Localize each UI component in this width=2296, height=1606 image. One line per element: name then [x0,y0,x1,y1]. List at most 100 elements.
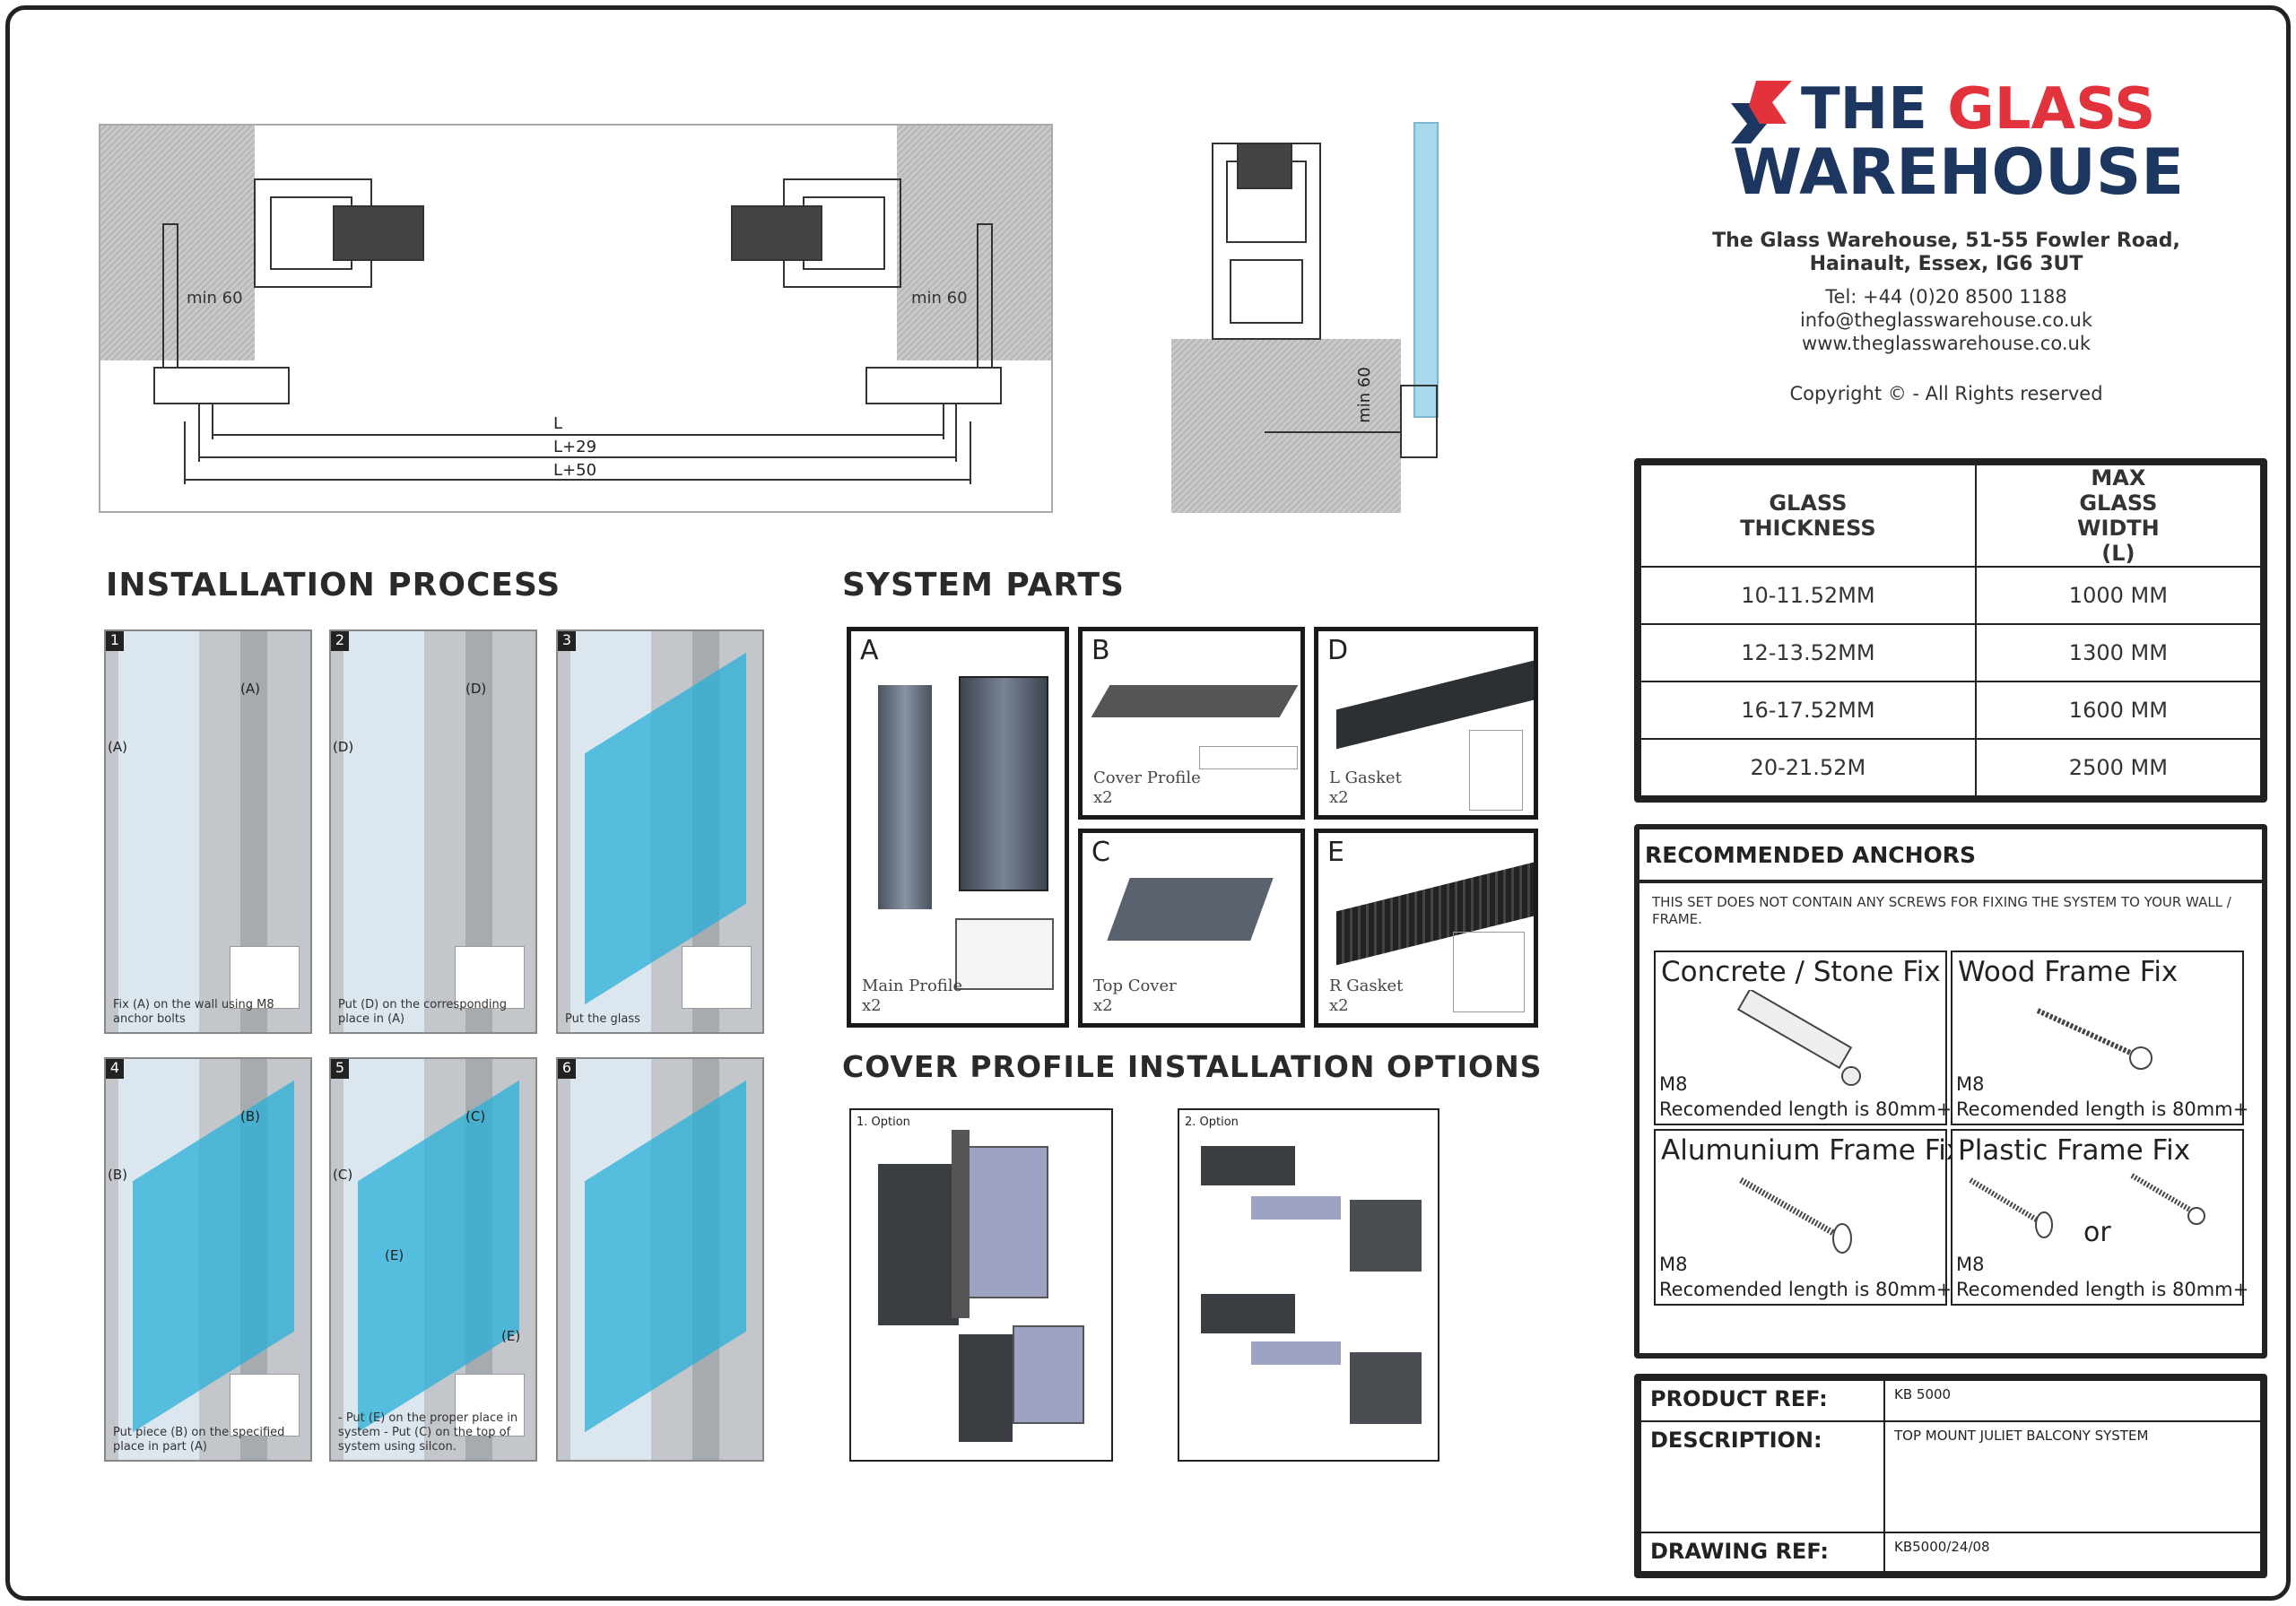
post-image [1350,1352,1422,1424]
step-number: 4 [106,1059,124,1079]
profile-top-image [1201,1146,1295,1185]
step-number: 3 [558,631,576,651]
recommended-anchors: RECOMMENDED ANCHORS THIS SET DOES NOT CO… [1634,824,2267,1359]
logo-the: THE [1801,76,1927,143]
part-label: (C) [333,1167,353,1183]
part-letter: E [1327,837,1344,868]
header-width: MAX GLASS WIDTH (L) [1974,464,2263,568]
anchor-aluminium: Alumunium Frame Fix M8 Recomended length… [1654,1129,1962,1306]
cover-option-1: 1. Option [849,1108,1113,1462]
contact-block: The Glass Warehouse, 51-55 Fowler Road, … [1668,230,2224,405]
product-reference-table: PRODUCT REF:KB 5000 DESCRIPTION:TOP MOUN… [1634,1374,2267,1578]
drawing-ref-value: KB5000/24/08 [1883,1532,2262,1573]
anchor-wood: Wood Frame Fix M8 Recomended length is 8… [1951,951,2248,1125]
min-label-right: min 60 [911,289,968,308]
address: The Glass Warehouse, 51-55 Fowler Road, … [1712,230,2180,275]
part-label: (B) [108,1167,127,1183]
anchor-size: M8 [1659,1073,1688,1095]
anchor-concrete: Concrete / Stone Fix M8 Recomended lengt… [1654,951,1952,1125]
profile-section-inset [1453,932,1525,1012]
dim-l29: L+29 [553,438,597,456]
step-caption: Put the glass [565,1012,640,1026]
section-drawing: min 60 [1166,117,1462,516]
description-value: TOP MOUNT JULIET BALCONY SYSTEM [1883,1420,2262,1533]
installation-step-1: 1(A)(A)Fix (A) on the wall using M8 anch… [104,629,312,1034]
copyright: Copyright © - All Rights reserved [1789,383,2103,404]
min-label-section: min 60 [1354,367,1374,423]
installation-title: INSTALLATION PROCESS [106,567,561,603]
anchor-size: M8 [1956,1254,1985,1275]
system-parts-title: SYSTEM PARTS [842,567,1125,603]
anchors-title: RECOMMENDED ANCHORS [1639,829,2262,883]
anchor-title: Alumunium Frame Fix [1661,1134,1963,1167]
anchor-length: Recomended length is 80mm+ [1956,1279,2249,1300]
width-cell: 2500 MM [1974,738,2263,797]
thickness-cell: 12-13.52MM [1639,623,1977,682]
anchor-title: Concrete / Stone Fix [1661,956,1941,988]
logo-warehouse: WAREHOUSE [1733,135,2185,209]
post-image [1350,1200,1422,1272]
part-letter: C [1091,837,1110,868]
step-caption: - Put (E) on the proper place in system … [338,1411,518,1454]
email-link[interactable]: info@theglasswarehouse.co.uk [1799,309,2093,331]
main-profile-image [878,685,932,909]
product-ref-value: KB 5000 [1883,1379,2262,1422]
logo-glass: GLASS [1947,76,2156,143]
detail-inset [230,946,300,1009]
detail-inset [455,946,525,1009]
machine-screw-icon [1739,1176,1852,1254]
glass-edge-image [1251,1196,1341,1220]
or-label: or [2083,1217,2111,1248]
width-cell: 1600 MM [1974,681,2263,740]
website-link[interactable]: www.theglasswarehouse.co.uk [1802,333,2091,354]
part-letter: D [1327,635,1349,666]
profile-section-inset [1469,730,1523,811]
dim-l: L [553,414,563,433]
part-label: (A) [240,681,260,697]
part-letter: A [860,635,879,666]
anchor-length: Recomended length is 80mm+ [1659,1279,1952,1300]
wall-right [897,126,1051,360]
thickness-cell: 20-21.52M [1639,738,1977,797]
cover-options-title: COVER PROFILE INSTALLATION OPTIONS [842,1049,1543,1084]
detail-inset [230,1374,300,1437]
part-label: (C) [465,1108,486,1124]
anchor-length: Recomended length is 80mm+ [1659,1098,1952,1120]
wall-section [1171,339,1401,513]
cover-profile-image [952,1130,970,1318]
frame-profiles [153,178,1002,484]
anchor-plastic: Plastic Frame Fix or M8 Recomended lengt… [1951,1129,2248,1306]
step-number: 6 [558,1059,576,1079]
profile-section-inset [1199,746,1298,769]
window-pane [344,631,424,1032]
cover-option-2: 2. Option [1178,1108,1439,1462]
part-label: (B) [240,1108,260,1124]
installation-step-5: 5(C)(C)(E)(E)- Put (E) on the proper pla… [329,1057,537,1462]
window-profile [1212,143,1438,458]
cover-profile-image [1091,685,1299,717]
detail-inset [455,1374,525,1437]
window-pane [118,631,199,1032]
option-label: 2. Option [1185,1116,1239,1129]
glass-edge-image [1251,1341,1341,1365]
dim-l50: L+50 [553,461,597,480]
option-label: 1. Option [857,1116,910,1129]
part-letter: B [1091,635,1110,666]
step-number: 2 [331,631,349,651]
anchors-note: THIS SET DOES NOT CONTAIN ANY SCREWS FOR… [1652,894,2231,927]
step-caption: Fix (A) on the wall using M8 anchor bolt… [113,998,274,1026]
anchor-title: Wood Frame Fix [1958,956,2179,988]
